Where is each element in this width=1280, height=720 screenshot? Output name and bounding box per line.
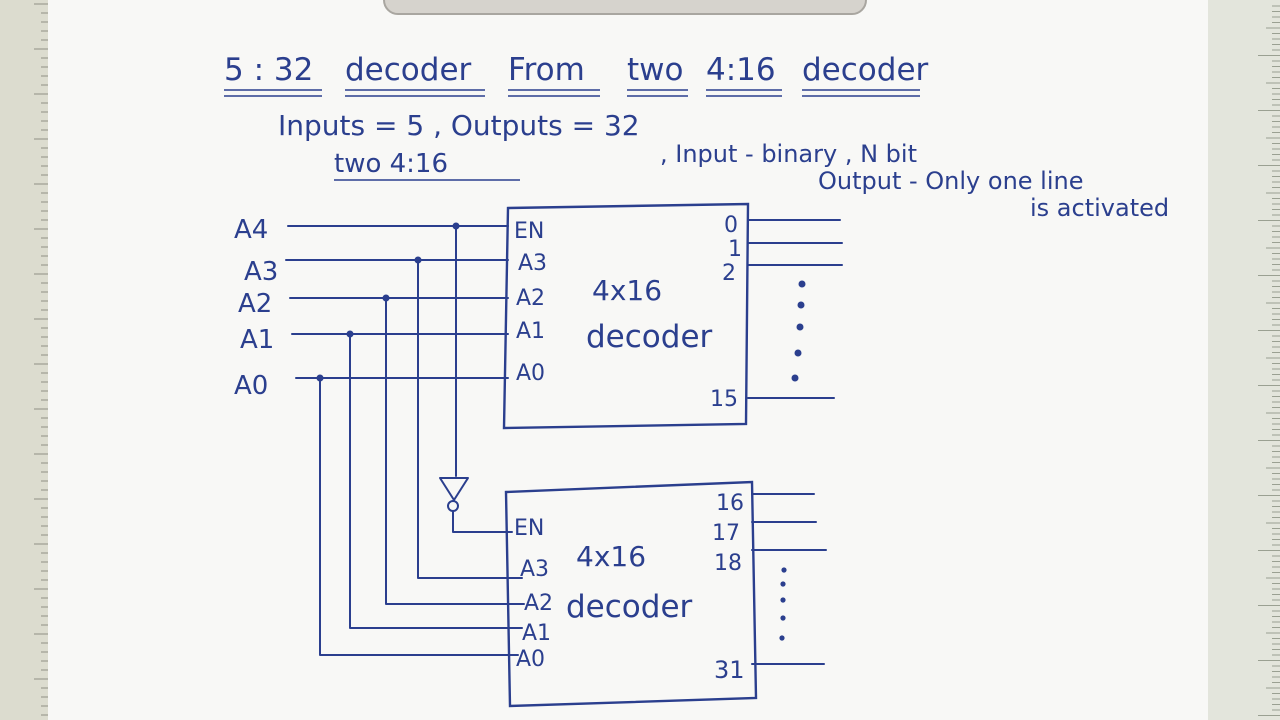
pin-en: EN <box>514 219 544 244</box>
output-31: 31 <box>714 656 745 684</box>
output-15: 15 <box>710 387 738 412</box>
pin-a1: A1 <box>522 621 551 646</box>
title-underlines <box>224 89 920 97</box>
note-line-3: is activated <box>1030 194 1169 222</box>
pin-a2: A2 <box>516 286 545 311</box>
note-line-2: Output - Only one line <box>818 167 1084 195</box>
pin-en: EN <box>514 516 544 541</box>
two-decoders: two 4:16 <box>334 149 448 179</box>
title-part: two <box>627 52 683 88</box>
pin-a2: A2 <box>524 591 553 616</box>
output-0: 0 <box>724 213 738 238</box>
output-17: 17 <box>712 521 740 546</box>
left-ruler <box>0 0 48 720</box>
tap-a0 <box>319 377 519 656</box>
junction <box>414 256 422 264</box>
io-count: Inputs = 5 , Outputs = 32 <box>278 109 640 142</box>
ellipsis-dot <box>791 374 799 382</box>
decoder-2: EN A3 A2 A1 A0 4x16 decoder 16 17 18 31 <box>504 480 827 708</box>
junction <box>316 374 324 382</box>
pin-a0: A0 <box>516 361 545 386</box>
ellipsis-dot <box>780 581 786 587</box>
input-a2: A2 <box>238 289 272 319</box>
binder-clip <box>383 0 867 15</box>
decoder-2-type: 4x16 <box>576 540 646 573</box>
input-labels: A4 A3 A2 A1 A0 <box>234 215 278 401</box>
input-a4: A4 <box>234 215 268 245</box>
pin-a1: A1 <box>516 319 545 344</box>
decoder-1: EN A3 A2 A1 A0 4x16 decoder 0 1 2 15 <box>502 202 843 430</box>
wiring <box>285 222 525 656</box>
title-part: decoder <box>802 52 929 88</box>
decoder-1-type: 4x16 <box>592 274 662 307</box>
title: 5 : 32 decoder From two 4:16 decoder <box>224 52 929 97</box>
ellipsis-dot <box>797 301 805 309</box>
output-2: 2 <box>722 261 736 286</box>
junction <box>346 330 354 338</box>
ellipsis-dot <box>780 615 786 621</box>
ellipsis-dot <box>781 567 787 573</box>
pin-a0: A0 <box>516 647 545 672</box>
ellipsis-dot <box>780 597 786 603</box>
title-part: 4:16 <box>706 52 776 88</box>
tap-a1 <box>349 333 523 629</box>
junction <box>382 294 390 302</box>
output-16: 16 <box>716 491 744 516</box>
pin-a3: A3 <box>518 251 547 276</box>
title-part: From <box>508 52 585 88</box>
paper-sheet <box>48 0 1208 720</box>
title-part: decoder <box>345 52 472 88</box>
input-a1: A1 <box>240 325 274 355</box>
input-a0: A0 <box>234 371 268 401</box>
left-ruler-ticks <box>34 3 48 716</box>
decoder-2-box <box>504 480 758 708</box>
right-ruler <box>1208 0 1280 720</box>
decoder-1-label: decoder <box>586 319 713 355</box>
inverter <box>439 477 469 501</box>
tap-a3 <box>417 259 523 579</box>
wire-en2 <box>452 511 513 533</box>
junction <box>452 222 460 230</box>
right-ruler-ticks <box>1258 5 1280 716</box>
ellipsis-dot <box>798 280 806 288</box>
pin-a3: A3 <box>520 557 549 582</box>
ellipsis-dot <box>779 635 785 641</box>
note-line-1: , Input - binary , N bit <box>660 140 917 168</box>
decoder-1-box <box>502 202 750 430</box>
ellipsis-dot <box>794 349 802 357</box>
input-a3: A3 <box>244 257 278 287</box>
output-18: 18 <box>714 551 742 576</box>
ellipsis-dot <box>796 323 804 331</box>
tap-a2 <box>385 297 525 605</box>
output-1: 1 <box>728 237 742 262</box>
decoder-2-label: decoder <box>566 589 693 625</box>
title-part: 5 : 32 <box>224 52 313 88</box>
